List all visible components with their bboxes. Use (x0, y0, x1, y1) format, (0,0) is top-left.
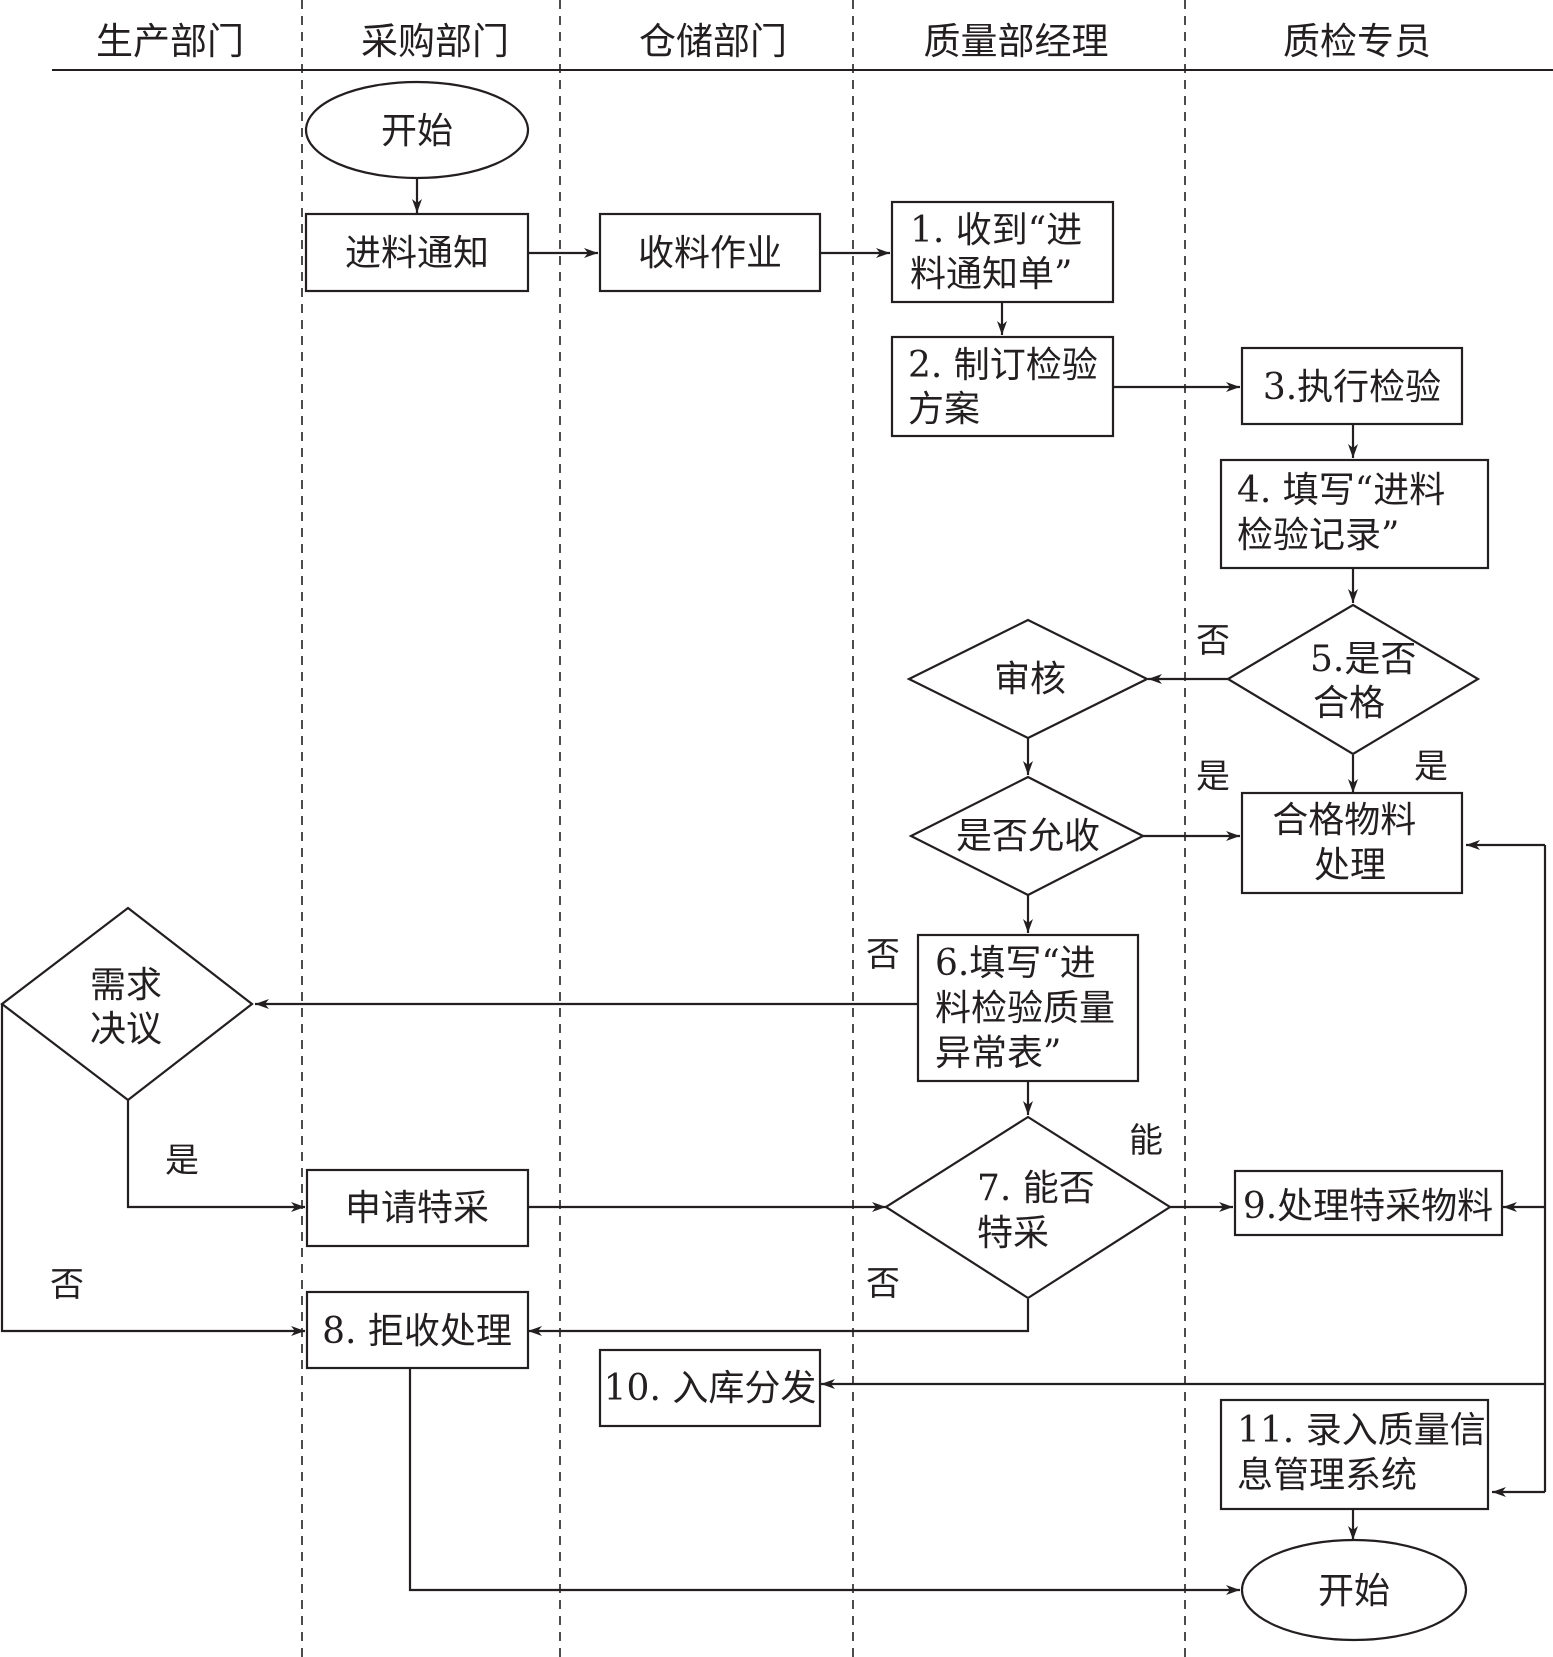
step2-node[interactable]: 2. 制订检验 方案 (890, 335, 1115, 438)
svg-text:4. 填写“进料 检验记录”: 4. 填写“进料 检验记录” (1237, 470, 1457, 556)
edge-step8-end (408, 1368, 1240, 1595)
svg-text:11. 录入质量信 息管理系统: 11. 录入质量信 息管理系统 (1237, 1410, 1497, 1496)
step9-label: 9.处理特采物料 (1243, 1186, 1493, 1227)
svg-text:3.执行检验: 3.执行检验 (1263, 367, 1441, 408)
svg-text:开始: 开始 (381, 111, 453, 152)
lane-title-purchasing: 采购部门 (361, 20, 509, 63)
apply-special-node[interactable]: 申请特采 (305, 1168, 530, 1248)
allow-accept-decision[interactable]: 是否允收 (908, 775, 1146, 897)
incoming-notice-label: 进料通知 (345, 233, 489, 274)
svg-text:2. 制订检验 方案: 2. 制订检验 方案 (908, 345, 1109, 430)
demand-decision[interactable]: 需求 决议 (0, 906, 254, 1102)
lane-title-inspector: 质检专员 (1283, 20, 1431, 63)
step8-label: 8. 拒收处理 (322, 1311, 512, 1352)
step2-line-2: 方案 (908, 389, 980, 430)
lane-title-quality-manager: 质量部经理 (924, 20, 1109, 63)
step7-line-1: 7. 能否 (977, 1168, 1095, 1209)
step11-line-2: 息管理系统 (1237, 1455, 1417, 1496)
step6-line-2: 料检验质量 (935, 988, 1115, 1029)
svg-text:进料通知: 进料通知 (345, 233, 489, 274)
step4-line-1: 4. 填写“进料 (1237, 470, 1445, 511)
step3-label: 3.执行检验 (1263, 367, 1441, 408)
svg-text:8. 拒收处理: 8. 拒收处理 (322, 1311, 512, 1352)
svg-text:收料作业: 收料作业 (638, 233, 782, 274)
step1-line-2: 料通知单” (910, 254, 1072, 295)
apply-special-label: 申请特采 (345, 1188, 489, 1229)
allow-accept-label: 是否允收 (956, 816, 1100, 857)
svg-text:6.填写“进 料检验质量 异常表”: 6.填写“进 料检验质量 异常表” (935, 943, 1126, 1074)
svg-text:10. 入库分发: 10. 入库分发 (604, 1368, 817, 1409)
step5-line-2: 合格 (1313, 683, 1385, 724)
step8-node[interactable]: 8. 拒收处理 (305, 1290, 530, 1370)
label-step7-yes: 能 (1129, 1121, 1163, 1161)
svg-text:需求 决议: 需求 决议 (90, 965, 173, 1050)
step4-line-2: 检验记录” (1237, 515, 1399, 556)
svg-text:9.处理特采物料: 9.处理特采物料 (1243, 1186, 1493, 1227)
step2-line-1: 2. 制订检验 (908, 345, 1098, 386)
svg-text:申请特采: 申请特采 (345, 1188, 489, 1229)
incoming-notice-node[interactable]: 进料通知 (304, 212, 530, 293)
step11-node[interactable]: 11. 录入质量信 息管理系统 (1219, 1398, 1497, 1511)
end-label: 开始 (1318, 1571, 1390, 1612)
step7-decision[interactable]: 7. 能否 特采 (883, 1115, 1173, 1300)
demand-decision-line-1: 需求 (90, 965, 162, 1006)
step10-node[interactable]: 10. 入库分发 (598, 1348, 822, 1428)
svg-text:7. 能否 特采: 7. 能否 特采 (977, 1168, 1106, 1254)
end-node[interactable]: 开始 (1240, 1538, 1468, 1642)
edge-step7-step8 (528, 1299, 1030, 1336)
review-label: 审核 (994, 659, 1066, 700)
qualified-handling-line-2: 处理 (1314, 845, 1386, 886)
svg-text:合格物料 处理: 合格物料 处理 (1272, 800, 1427, 886)
edge-decision-apply (126, 1099, 305, 1212)
edge-decision-reject (0, 1004, 305, 1336)
step10-label: 10. 入库分发 (604, 1368, 817, 1409)
qualified-handling-node[interactable]: 合格物料 处理 (1240, 791, 1464, 895)
receiving-node[interactable]: 收料作业 (598, 212, 822, 293)
label-allow-no: 否 (866, 935, 900, 975)
edges (0, 177, 1547, 1595)
label-decision-no: 否 (50, 1265, 84, 1305)
step11-line-1: 11. 录入质量信 (1237, 1410, 1486, 1451)
step9-node[interactable]: 9.处理特采物料 (1233, 1169, 1504, 1237)
step5-decision[interactable]: 5.是否 合格 (1225, 603, 1481, 756)
qualified-handling-line-1: 合格物料 (1272, 800, 1416, 841)
svg-text:是否允收: 是否允收 (956, 816, 1100, 857)
svg-text:1. 收到“进 料通知单”: 1. 收到“进 料通知单” (910, 210, 1094, 295)
step4-node[interactable]: 4. 填写“进料 检验记录” (1219, 458, 1490, 570)
demand-decision-line-2: 决议 (90, 1009, 162, 1050)
review-decision[interactable]: 审核 (906, 618, 1150, 740)
receiving-label: 收料作业 (638, 233, 782, 274)
lane-title-production: 生产部门 (96, 20, 244, 63)
step6-node[interactable]: 6.填写“进 料检验质量 异常表” (916, 933, 1140, 1083)
svg-text:开始: 开始 (1318, 1571, 1390, 1612)
label-decision-yes: 是 (165, 1141, 199, 1181)
start-label: 开始 (381, 111, 453, 152)
step1-node[interactable]: 1. 收到“进 料通知单” (890, 200, 1115, 304)
lane-title-warehouse: 仓储部门 (639, 20, 787, 63)
label-step5-no: 否 (1196, 621, 1230, 661)
step6-line-1: 6.填写“进 (935, 943, 1096, 984)
label-step7-no: 否 (866, 1264, 900, 1304)
step3-node[interactable]: 3.执行检验 (1240, 346, 1464, 426)
svg-text:5.是否 合格: 5.是否 合格 (1310, 639, 1428, 724)
step7-line-2: 特采 (977, 1213, 1049, 1254)
step5-line-1: 5.是否 (1310, 639, 1416, 680)
step6-line-3: 异常表” (935, 1033, 1061, 1074)
label-step5-yes: 是 (1414, 747, 1448, 787)
label-allow-yes: 是 (1196, 757, 1230, 797)
svg-text:审核: 审核 (994, 659, 1066, 700)
start-node[interactable]: 开始 (304, 80, 530, 180)
step1-line-1: 1. 收到“进 (910, 210, 1082, 251)
